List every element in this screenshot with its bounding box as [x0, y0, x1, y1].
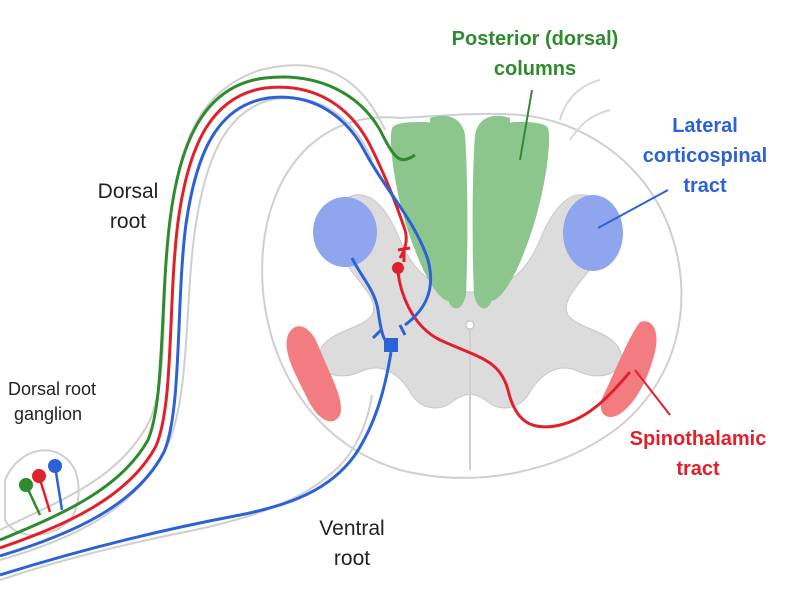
label-posterior-line2: columns: [494, 58, 576, 80]
red-cell-body: [32, 469, 46, 483]
posterior-leader: [519, 89, 533, 161]
posterior-columns: [390, 115, 550, 309]
label-posterior-line1: Posterior (dorsal): [452, 28, 619, 50]
central-canal: [465, 320, 475, 330]
label-ganglion-line2: ganglion: [14, 404, 82, 424]
blue-descending-axon: [350, 257, 387, 341]
blue-motor-neuron-body: [384, 338, 398, 352]
dorsal-root-ganglion-outline: [4, 449, 80, 536]
label-dorsal-root-line1: Dorsal: [98, 180, 159, 203]
green-cell-body: [19, 478, 33, 492]
spinothalamic-tract-right: [600, 321, 657, 418]
label-ventral-line2: root: [334, 547, 370, 570]
red-synapse-terminal: [397, 246, 411, 262]
label-lateral-line3: tract: [683, 175, 727, 197]
blue-fiber-dorsal: [0, 95, 433, 558]
label-ventral-line1: Ventral: [319, 517, 384, 540]
blue-ventral-axon: [0, 351, 393, 577]
spinothalamic-tract-left: [286, 326, 341, 422]
grey-matter: [318, 194, 622, 409]
red-crossing-axon: [396, 271, 632, 429]
corticospinal-tract-right: [563, 195, 623, 271]
green-fiber: [0, 75, 416, 542]
spino-leader: [634, 369, 671, 416]
red-second-neuron-body: [392, 262, 404, 274]
lateral-leader: [597, 189, 669, 229]
corticospinal-tract-left: [313, 197, 377, 267]
label-spino-line1: Spinothalamic: [630, 428, 767, 450]
label-spino-line2: tract: [676, 458, 720, 480]
label-ganglion-line1: Dorsal root: [8, 379, 96, 399]
blue-ganglion-stalk: [53, 465, 64, 511]
blue-synapse-terminals: [371, 324, 407, 340]
ventral-root-sheath: [0, 394, 373, 581]
label-dorsal-root-line2: root: [110, 210, 146, 233]
label-lateral-line1: Lateral: [672, 115, 738, 137]
blue-cell-body: [48, 459, 62, 473]
dorsal-rootlets-right: [559, 79, 611, 141]
label-lateral-line2: corticospinal: [643, 145, 767, 167]
